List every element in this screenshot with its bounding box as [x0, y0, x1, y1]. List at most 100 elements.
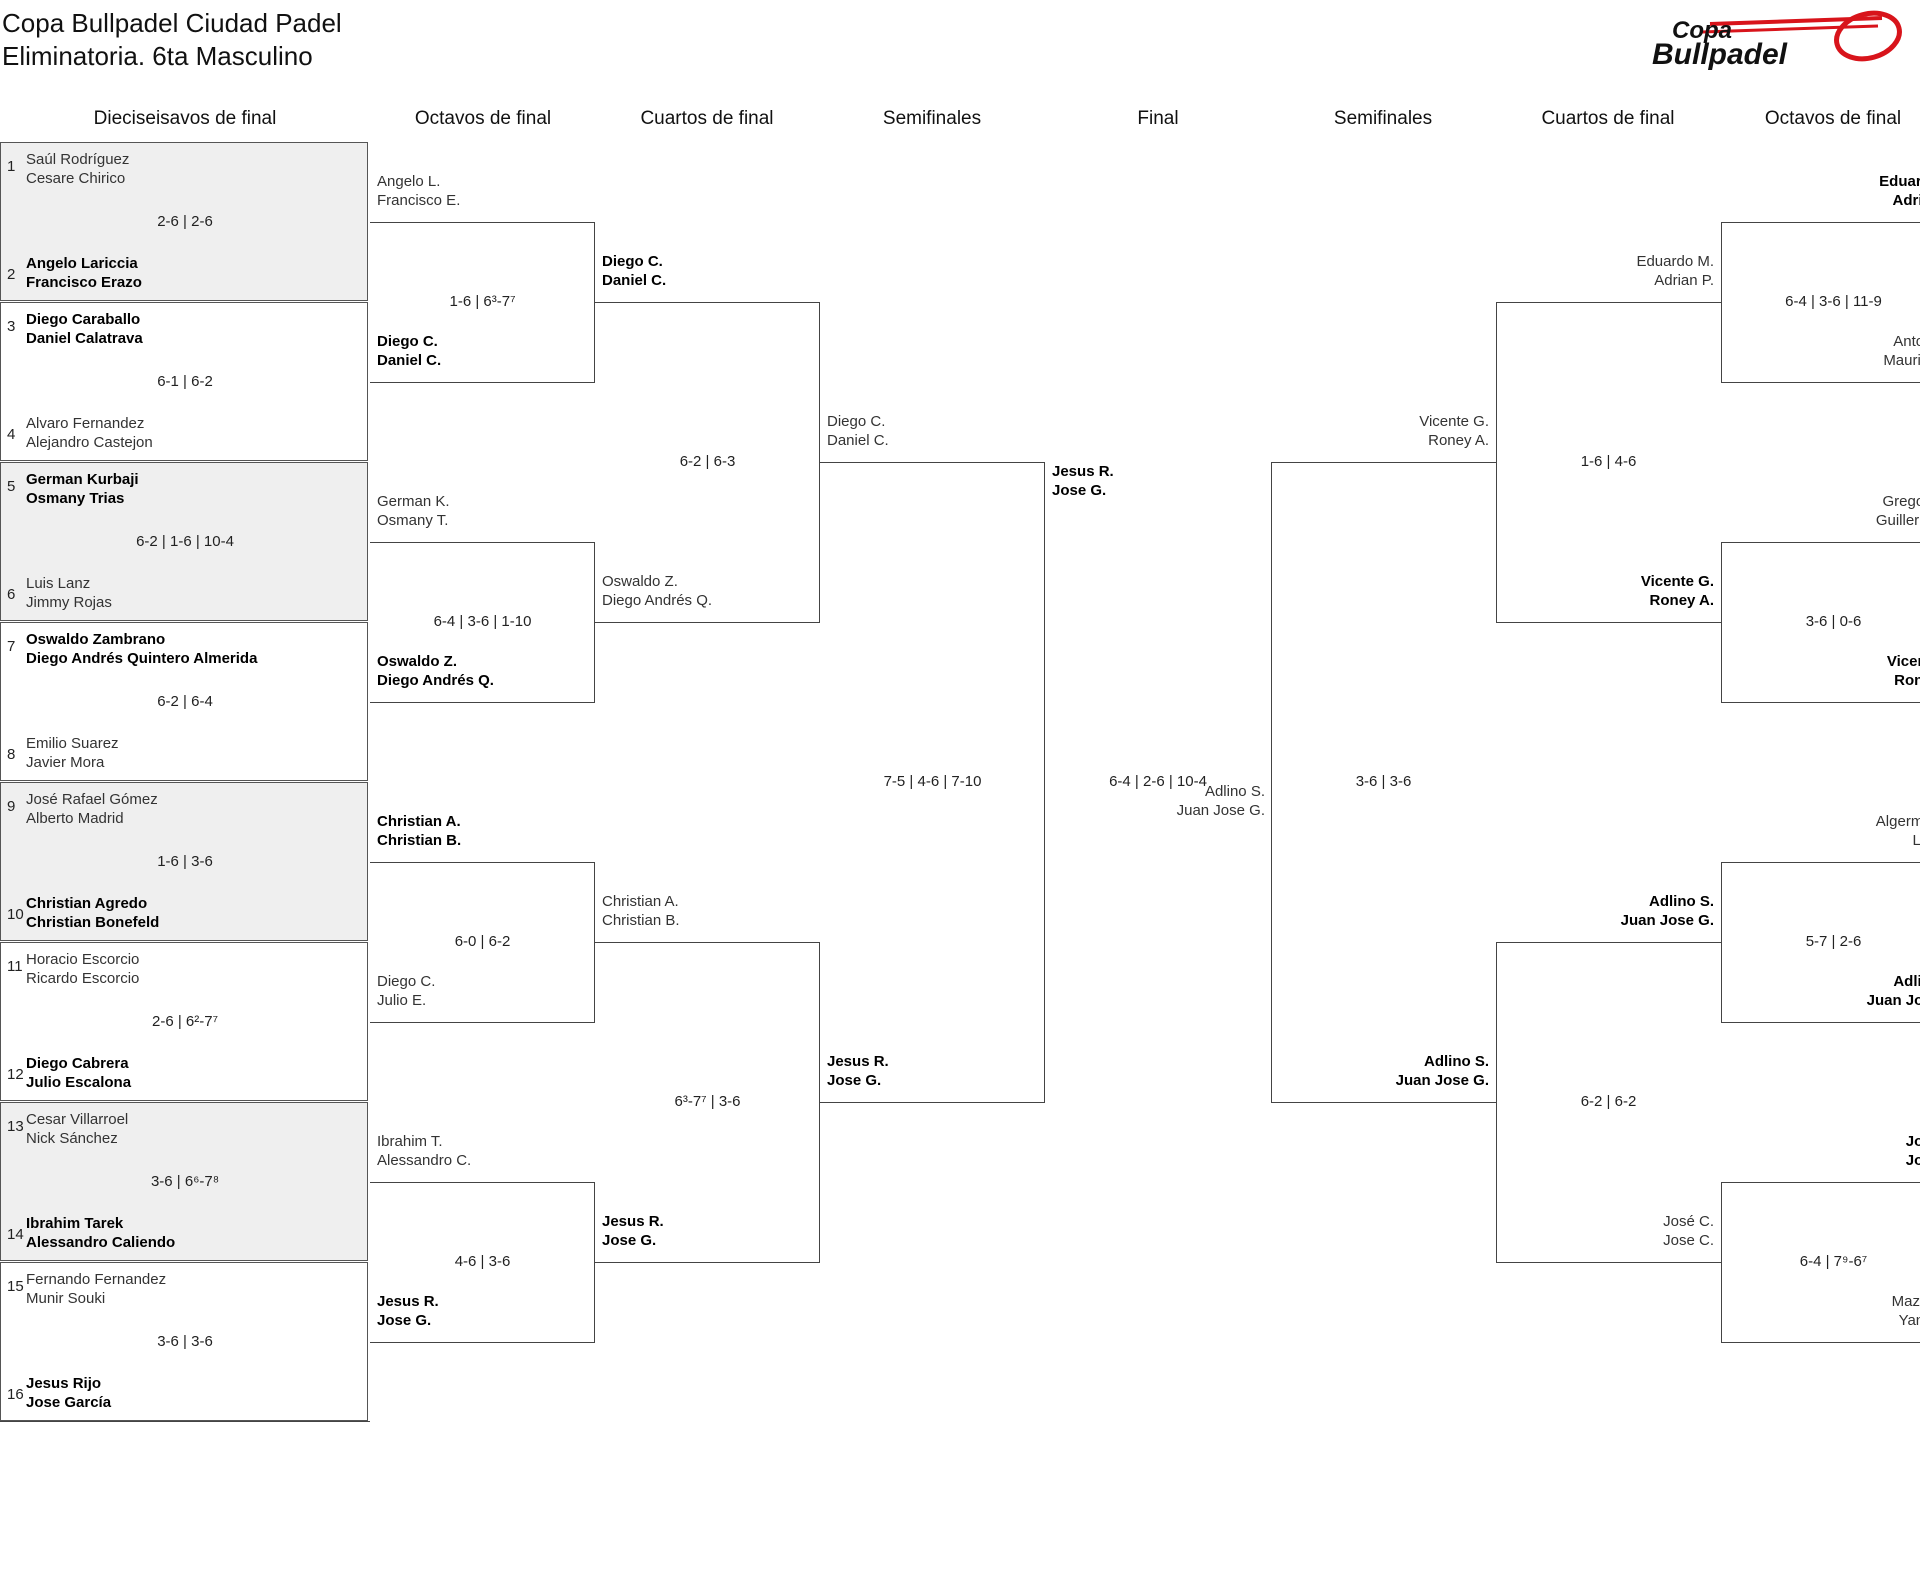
seed-number: 6	[7, 586, 16, 603]
bracket-line	[819, 302, 820, 623]
player-name: Jose G.	[602, 1232, 657, 1249]
player-name: Adlino S.	[1424, 1053, 1489, 1070]
player-name: Jose G.	[377, 1312, 432, 1329]
match-score: 3-6 | 3-6	[157, 1333, 213, 1350]
player-name: Adlino S.	[1649, 893, 1714, 910]
player-name: Diego Caraballo	[26, 311, 141, 328]
bracket-line	[1496, 942, 1497, 1263]
bracket-line	[370, 1342, 595, 1343]
round-header-final: Final	[1137, 108, 1179, 129]
seed-number: 12	[7, 1066, 24, 1083]
player-name: Francisco E.	[377, 192, 461, 209]
seed-number: 3	[7, 318, 16, 335]
player-name: Ibrahim T.	[377, 1133, 443, 1150]
bracket-line	[594, 862, 595, 1023]
bracket-line	[1721, 1342, 1920, 1343]
copa-bullpadel-logo: Copa Bullpadel	[1652, 10, 1902, 71]
page-subtitle: Eliminatoria. 6ta Masculino	[2, 41, 313, 71]
player-name: German Kurbaji	[26, 471, 139, 488]
match-score: 6-4 | 3-6 | 1-10	[433, 613, 532, 630]
player-name: Cesar Villarroel	[26, 1111, 129, 1128]
player-name: Alberto Madrid	[26, 810, 124, 827]
player-name: Juan Jose G.	[1176, 802, 1265, 819]
player-name: Christian A.	[602, 893, 679, 910]
player-name: Jose G.	[827, 1072, 882, 1089]
player-name: Christian Bonefeld	[26, 914, 160, 931]
player-name: Fernando Fernandez	[26, 1271, 167, 1288]
player-name: Jesus R.	[602, 1213, 664, 1230]
player-name: Maziad	[1891, 1293, 1920, 1310]
player-name: Julio Escalona	[26, 1074, 132, 1091]
bracket-line	[1721, 1182, 1722, 1343]
player-name: Christian B.	[377, 832, 462, 849]
bracket-line	[595, 942, 820, 943]
match-score: 6-2 | 6-2	[1580, 1093, 1637, 1110]
match-box	[0, 942, 368, 1101]
bracket-line	[594, 542, 595, 703]
player-name: Emilio Suarez	[26, 735, 119, 752]
match-score: 6-2 | 1-6 | 10-4	[136, 533, 234, 550]
player-name: Juan Jose	[1866, 992, 1920, 1009]
svg-text:Copa: Copa	[1672, 17, 1732, 44]
player-name: José Rafael Gómez	[26, 791, 158, 808]
player-name: Luis	[1912, 832, 1920, 849]
player-name: José	[1905, 1133, 1920, 1150]
player-name: Jesus Rijo	[26, 1375, 102, 1392]
round-header-r8-right: Octavos de final	[1764, 108, 1902, 129]
match-score: 6-4 | 7⁹-6⁷	[1799, 1253, 1868, 1270]
player-name: Diego C.	[602, 253, 663, 270]
bracket-line	[370, 542, 595, 543]
match-box	[0, 142, 368, 301]
player-name: Vicente	[1886, 653, 1920, 670]
seed-number: 7	[7, 638, 16, 655]
bracket-line	[1721, 222, 1920, 223]
bracket-line	[1721, 862, 1920, 863]
match-score: 1-6 | 6³-7⁷	[449, 293, 516, 310]
player-name: Alessandro C.	[377, 1152, 472, 1169]
match-score: 6-0 | 6-2	[454, 933, 511, 950]
player-name: Juan Jose G.	[1395, 1072, 1489, 1089]
player-name: José C.	[1663, 1213, 1714, 1230]
player-name: Jose García	[26, 1394, 112, 1411]
player-name: Antony	[1893, 333, 1920, 350]
player-name: Guillermo	[1875, 512, 1920, 529]
bracket-line	[595, 302, 820, 303]
player-name: Roney	[1894, 672, 1920, 689]
seed-number: 14	[7, 1226, 24, 1243]
player-name: Daniel C.	[827, 432, 889, 449]
player-name: Nick Sánchez	[26, 1130, 118, 1147]
match-score: 4-6 | 3-6	[454, 1253, 511, 1270]
player-name: Alejandro Castejon	[26, 434, 153, 451]
match-box	[0, 302, 368, 461]
bracket-line	[1271, 462, 1272, 1103]
match-box	[0, 462, 368, 621]
match-box	[0, 622, 368, 781]
round-header-qf-right: Cuartos de final	[1541, 108, 1675, 129]
player-name: Ricardo Escorcio	[26, 970, 140, 987]
seed-number: 11	[7, 958, 23, 975]
player-name: Roney A.	[1428, 432, 1489, 449]
bracket-line	[1721, 542, 1722, 703]
player-name: Christian Agredo	[26, 895, 148, 912]
match-score: 3-6 | 3-6	[1355, 773, 1412, 790]
player-name: Horacio Escorcio	[26, 951, 140, 968]
bracket-line	[1496, 302, 1497, 623]
seed-number: 2	[7, 266, 16, 283]
seed-number: 1	[7, 158, 16, 175]
player-name: Alvaro Fernandez	[26, 415, 145, 432]
bracket-line	[1496, 1262, 1721, 1263]
page-title: Copa Bullpadel Ciudad Padel	[2, 8, 342, 38]
match-score: 3-6 | 6⁶-7⁸	[150, 1173, 220, 1190]
match-score: 2-6 | 6²-7⁷	[151, 1013, 219, 1030]
player-name: Angelo L.	[377, 173, 441, 190]
player-name: Diego C.	[377, 973, 436, 990]
round-header-qf-left: Cuartos de final	[640, 108, 774, 129]
player-name: Christian A.	[377, 813, 461, 830]
match-box	[0, 782, 368, 941]
match-box	[0, 1102, 368, 1261]
player-name: Mauricio	[1883, 352, 1920, 369]
match-score: 6³-7⁷ | 3-6	[674, 1093, 741, 1110]
seed-number: 9	[7, 798, 16, 815]
bracket-line	[594, 1182, 595, 1343]
